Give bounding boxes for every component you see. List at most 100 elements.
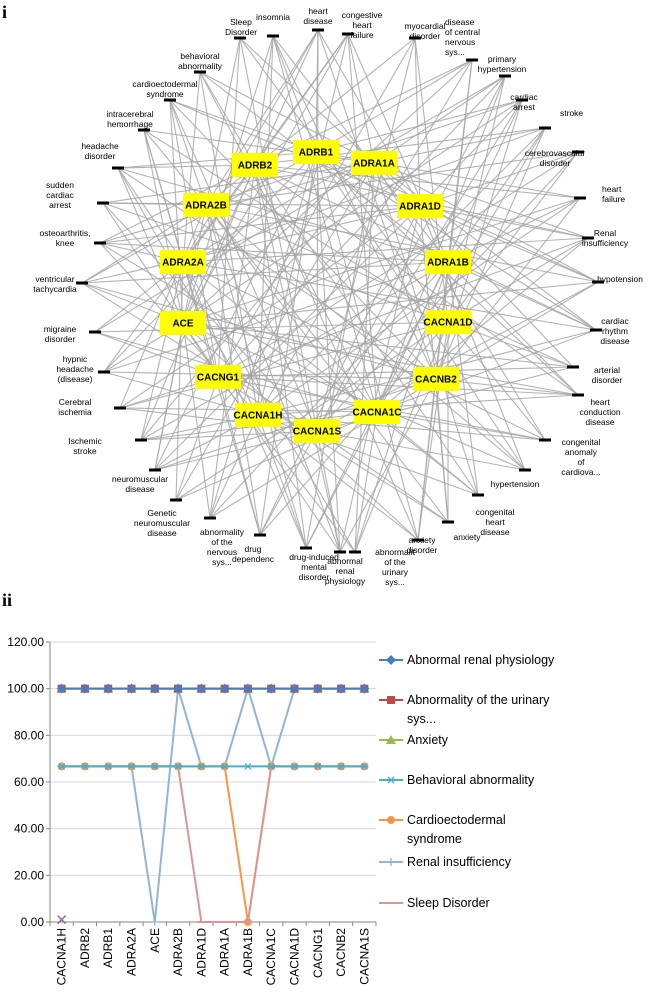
x-tick-label: CACNA1H bbox=[55, 928, 69, 985]
disease-node-label-line: intracerebral bbox=[106, 109, 153, 119]
panel-label-i: i bbox=[2, 2, 7, 22]
data-point bbox=[387, 858, 395, 866]
legend-label-line: syndrome bbox=[407, 832, 462, 846]
disease-node-marker bbox=[539, 126, 551, 130]
gene-node-label: ADRA1D bbox=[399, 202, 441, 213]
network-edge bbox=[99, 162, 375, 244]
disease-node-label-line: anomaly bbox=[565, 447, 598, 457]
network-edge bbox=[419, 151, 579, 207]
network-edge bbox=[354, 162, 375, 553]
disease-node-label-line: disorder bbox=[540, 158, 571, 168]
disease-node-label-line: disorder bbox=[299, 572, 330, 582]
network-edge bbox=[376, 75, 506, 413]
network-edge bbox=[182, 261, 546, 441]
data-point bbox=[103, 683, 114, 694]
network-edge bbox=[140, 430, 318, 441]
network-edge bbox=[257, 59, 473, 416]
disease-node-label-line: drug bbox=[244, 544, 261, 554]
gene-node-box bbox=[235, 403, 281, 427]
disease-node-marker bbox=[519, 468, 531, 472]
x-tick-label: ADRA1D bbox=[194, 928, 208, 977]
data-point bbox=[127, 762, 136, 770]
disease-node-label-line: Genetic bbox=[147, 508, 177, 518]
network-edge bbox=[315, 59, 473, 153]
network-edge bbox=[435, 378, 526, 471]
disease-node-label-line: myocardial bbox=[404, 21, 445, 31]
network-edge bbox=[205, 204, 449, 523]
disease-node-marker bbox=[572, 150, 584, 154]
disease-node-marker bbox=[234, 36, 246, 40]
disease-node-marker bbox=[149, 468, 161, 472]
disease-node-label-line: disorder bbox=[85, 151, 116, 161]
network-edge bbox=[117, 167, 437, 380]
disease-node-label-line: abnormalit bbox=[375, 547, 415, 557]
network-edge bbox=[354, 411, 378, 553]
x-tick-label: CACNB2 bbox=[334, 928, 348, 977]
gene-node: ADRB2 bbox=[232, 153, 278, 177]
data-point bbox=[197, 762, 206, 770]
disease-node-label-line: disease bbox=[585, 417, 615, 427]
gene-node: ADRA1B bbox=[425, 250, 471, 274]
network-edge bbox=[373, 162, 589, 239]
data-point bbox=[126, 683, 137, 694]
data-point bbox=[80, 762, 89, 770]
disease-node-label-line: disease bbox=[303, 16, 333, 26]
network-edge bbox=[447, 261, 479, 496]
disease-node-label-line: failure bbox=[350, 30, 373, 40]
disease-node-marker bbox=[334, 550, 346, 554]
disease-node-marker bbox=[170, 498, 182, 502]
disease-node-label-line: arrest bbox=[513, 102, 535, 112]
network-edge bbox=[199, 71, 256, 166]
disease-node-label-line: of bbox=[577, 457, 585, 467]
legend-label-line: sys... bbox=[407, 712, 436, 726]
disease-node-label-line: nervous bbox=[445, 37, 475, 47]
data-point bbox=[57, 762, 66, 770]
gene-node-box bbox=[397, 194, 443, 218]
network-edge bbox=[140, 162, 375, 441]
legend-label-line: Sleep Disorder bbox=[407, 896, 490, 910]
gene-node-box bbox=[425, 310, 471, 334]
x-tick-label: CACNA1C bbox=[264, 928, 278, 986]
disease-node-label-line: heart bbox=[485, 517, 505, 527]
data-point bbox=[359, 683, 370, 694]
data-point bbox=[313, 762, 322, 770]
network-edge bbox=[199, 71, 378, 413]
disease-node-label-line: sudden bbox=[46, 180, 74, 190]
legend-label-line: Cardioectodermal bbox=[407, 813, 506, 827]
network-edge bbox=[419, 205, 599, 283]
disease-node-label-line: heart bbox=[602, 184, 622, 194]
data-point bbox=[387, 816, 395, 824]
disease-node-label-line: of the bbox=[384, 557, 406, 567]
x-tick-label: ADRA2B bbox=[171, 928, 185, 976]
gene-node: ADRA2B bbox=[183, 193, 229, 217]
legend-label-line: Anxiety bbox=[407, 733, 449, 747]
data-point bbox=[289, 683, 300, 694]
gene-node-box bbox=[232, 153, 278, 177]
disease-node: anxiety bbox=[442, 520, 481, 542]
network-edge bbox=[257, 127, 546, 416]
disease-node-marker bbox=[98, 370, 110, 374]
network-edge bbox=[414, 37, 421, 207]
network-edge bbox=[435, 378, 579, 396]
disease-node-label-line: disease bbox=[600, 336, 630, 346]
data-point bbox=[386, 655, 396, 665]
gene-node-box bbox=[293, 140, 339, 164]
gene-node-label: ADRA2A bbox=[162, 258, 204, 269]
